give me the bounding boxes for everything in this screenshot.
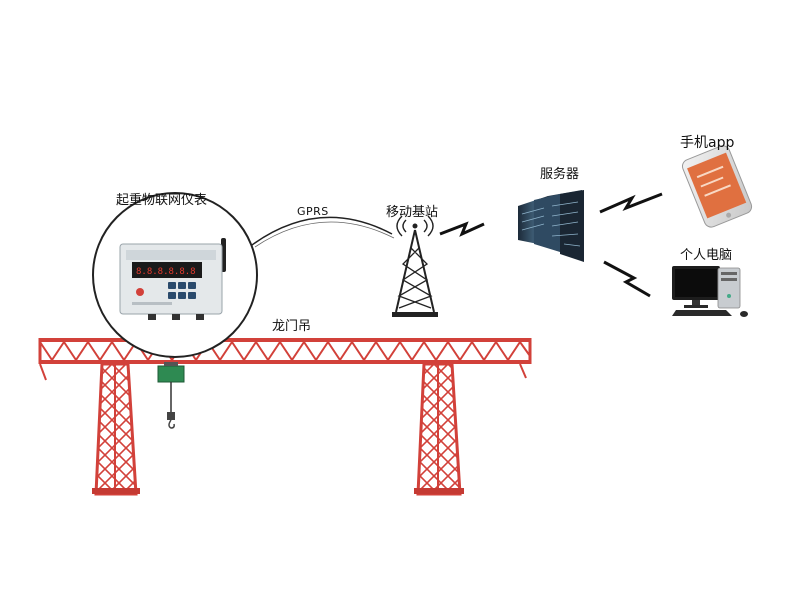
mobile-app-label: 手机app [680,135,735,151]
server-label: 服务器 [540,167,580,182]
server-rack-icon [518,190,584,262]
crane-label: 龙门吊 [272,319,312,334]
meter-device-icon: 8.8.8.8.8.8 [92,192,258,358]
gantry-crane-icon [38,338,532,496]
svg-text:8.8.8.8.8.8: 8.8.8.8.8.8 [136,267,196,277]
signal-tower-icon [392,215,438,317]
pc-label: 个人电脑 [680,248,733,263]
gprs-link [251,216,395,248]
meter-label: 起重物联网仪表 [116,193,208,208]
desktop-pc-icon [672,266,748,317]
gprs-label: GPRS [297,205,329,218]
lightning-signal-icon [439,192,663,298]
smartphone-icon [681,145,753,228]
base-station-label: 移动基站 [386,205,439,220]
